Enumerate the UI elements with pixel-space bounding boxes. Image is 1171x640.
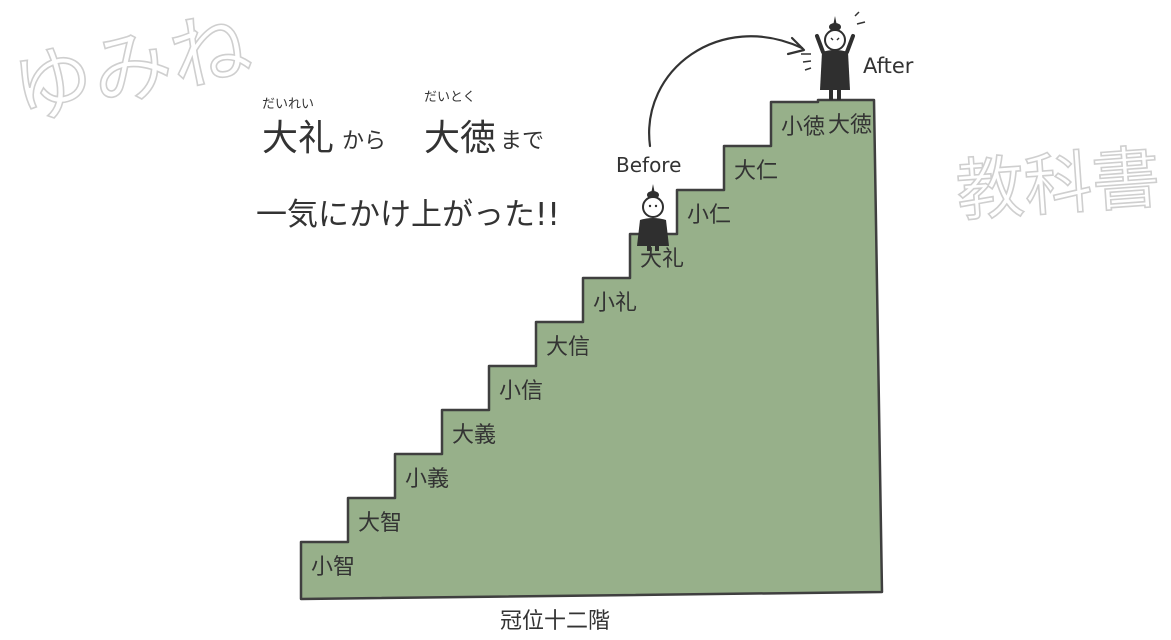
rank-label-11: 小徳 bbox=[781, 115, 825, 140]
leg-icon bbox=[829, 90, 833, 100]
after-label: After bbox=[863, 54, 914, 78]
robe-icon bbox=[820, 50, 850, 90]
rank-label-9: 小仁 bbox=[687, 203, 731, 228]
sparkle-icon bbox=[854, 11, 866, 25]
eye-icon bbox=[830, 37, 834, 41]
rank-label-3: 小義 bbox=[405, 467, 449, 492]
watermark-left: ゆみね bbox=[5, 0, 259, 139]
sparkle-icon bbox=[801, 53, 812, 71]
face-icon bbox=[824, 29, 846, 51]
rank-label-10: 大仁 bbox=[734, 159, 778, 184]
foot-icon bbox=[647, 246, 651, 251]
rank-label-5: 小信 bbox=[499, 379, 543, 404]
headline-line-2: 一気にかけ上がった!! bbox=[256, 197, 560, 233]
rank-label-12: 大徳 bbox=[828, 113, 872, 138]
raised-arm-icon bbox=[815, 34, 825, 54]
eye-icon bbox=[836, 37, 840, 41]
caption: 冠位十二階 bbox=[500, 609, 610, 634]
rank-label-4: 大義 bbox=[452, 423, 496, 448]
eye-icon bbox=[648, 204, 652, 208]
headline-ruby-1: だいれい bbox=[262, 97, 314, 112]
headline-word-1: 大礼 bbox=[262, 118, 334, 159]
headline-particle-1: から bbox=[342, 129, 386, 154]
rank-labels: 小智大智小義大義小信大信小礼大礼小仁大仁小徳大徳 bbox=[311, 113, 872, 580]
leg-icon bbox=[837, 90, 841, 100]
after-figure bbox=[801, 11, 866, 100]
watermark-right: 教科書 bbox=[954, 139, 1163, 232]
headline-particle-2: まで bbox=[500, 129, 544, 154]
rank-label-6: 大信 bbox=[546, 335, 590, 360]
cap-icon bbox=[829, 23, 841, 31]
headline-ruby-2: だいとく bbox=[424, 90, 476, 105]
progress-arrow bbox=[648, 35, 804, 148]
rank-label-1: 小智 bbox=[311, 555, 355, 580]
rank-label-8: 大礼 bbox=[640, 247, 684, 272]
rank-label-2: 大智 bbox=[358, 511, 402, 536]
before-figure bbox=[637, 184, 669, 251]
arrowhead-icon bbox=[786, 36, 806, 56]
raised-arm-icon bbox=[845, 34, 855, 54]
foot-icon bbox=[655, 246, 659, 251]
robe-icon bbox=[637, 218, 669, 246]
face-icon bbox=[642, 196, 664, 218]
headline-word-2: 大徳 bbox=[424, 118, 496, 159]
rank-label-7: 小礼 bbox=[593, 291, 637, 316]
before-label: Before bbox=[616, 153, 681, 177]
staircase-shape bbox=[299, 98, 884, 601]
eye-icon bbox=[654, 204, 658, 208]
